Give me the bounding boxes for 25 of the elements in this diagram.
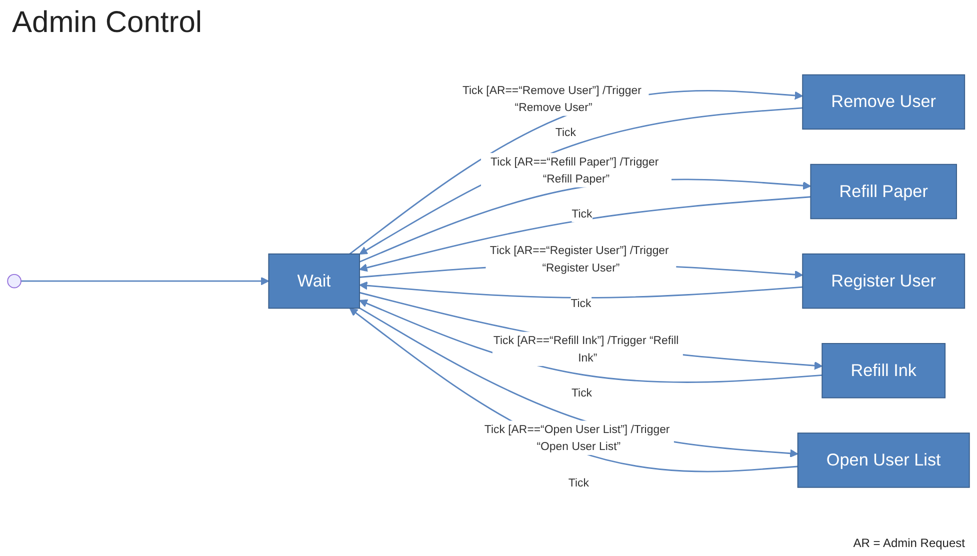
- arrow: [359, 281, 803, 298]
- node-box: Register User: [802, 253, 966, 309]
- arrow: [359, 178, 812, 263]
- edge-label: Tick: [568, 476, 589, 490]
- node-box: Remove User: [802, 74, 966, 130]
- node-box: Refill Paper: [810, 164, 957, 220]
- note: AR = Admin Request: [853, 536, 965, 550]
- node-circle: [7, 274, 22, 288]
- edge-label: Tick: [570, 296, 592, 310]
- edge-label: Tick [AR==“Refill Ink”] /Trigger “Refill Ink”: [493, 334, 679, 364]
- edge-label: Tick [AR==“Refill Paper”] /Trigger “Refill Paper”: [490, 154, 659, 186]
- edge-label: Tick: [571, 386, 592, 400]
- diagram-title: Admin Control: [12, 6, 202, 40]
- node-box: Open User List: [797, 432, 970, 488]
- arrow: [359, 292, 822, 370]
- edge-label: Tick [AR==“Remove User”] /Trigger “Remove User”: [462, 83, 642, 114]
- edge-label: Tick: [555, 125, 576, 139]
- arrow: [20, 276, 270, 286]
- node-box: Refill Ink: [822, 343, 946, 398]
- edge-label: Tick: [572, 207, 592, 220]
- node-box: Wait: [268, 253, 360, 309]
- edge-label: Tick [AR==“Register User”] /Trigger “Register User”: [490, 244, 669, 274]
- arrow: [359, 299, 822, 383]
- edge-label: Tick [AR==“Open User List”] /Trigger “Open User List”: [484, 422, 670, 454]
- arrow: [359, 196, 811, 272]
